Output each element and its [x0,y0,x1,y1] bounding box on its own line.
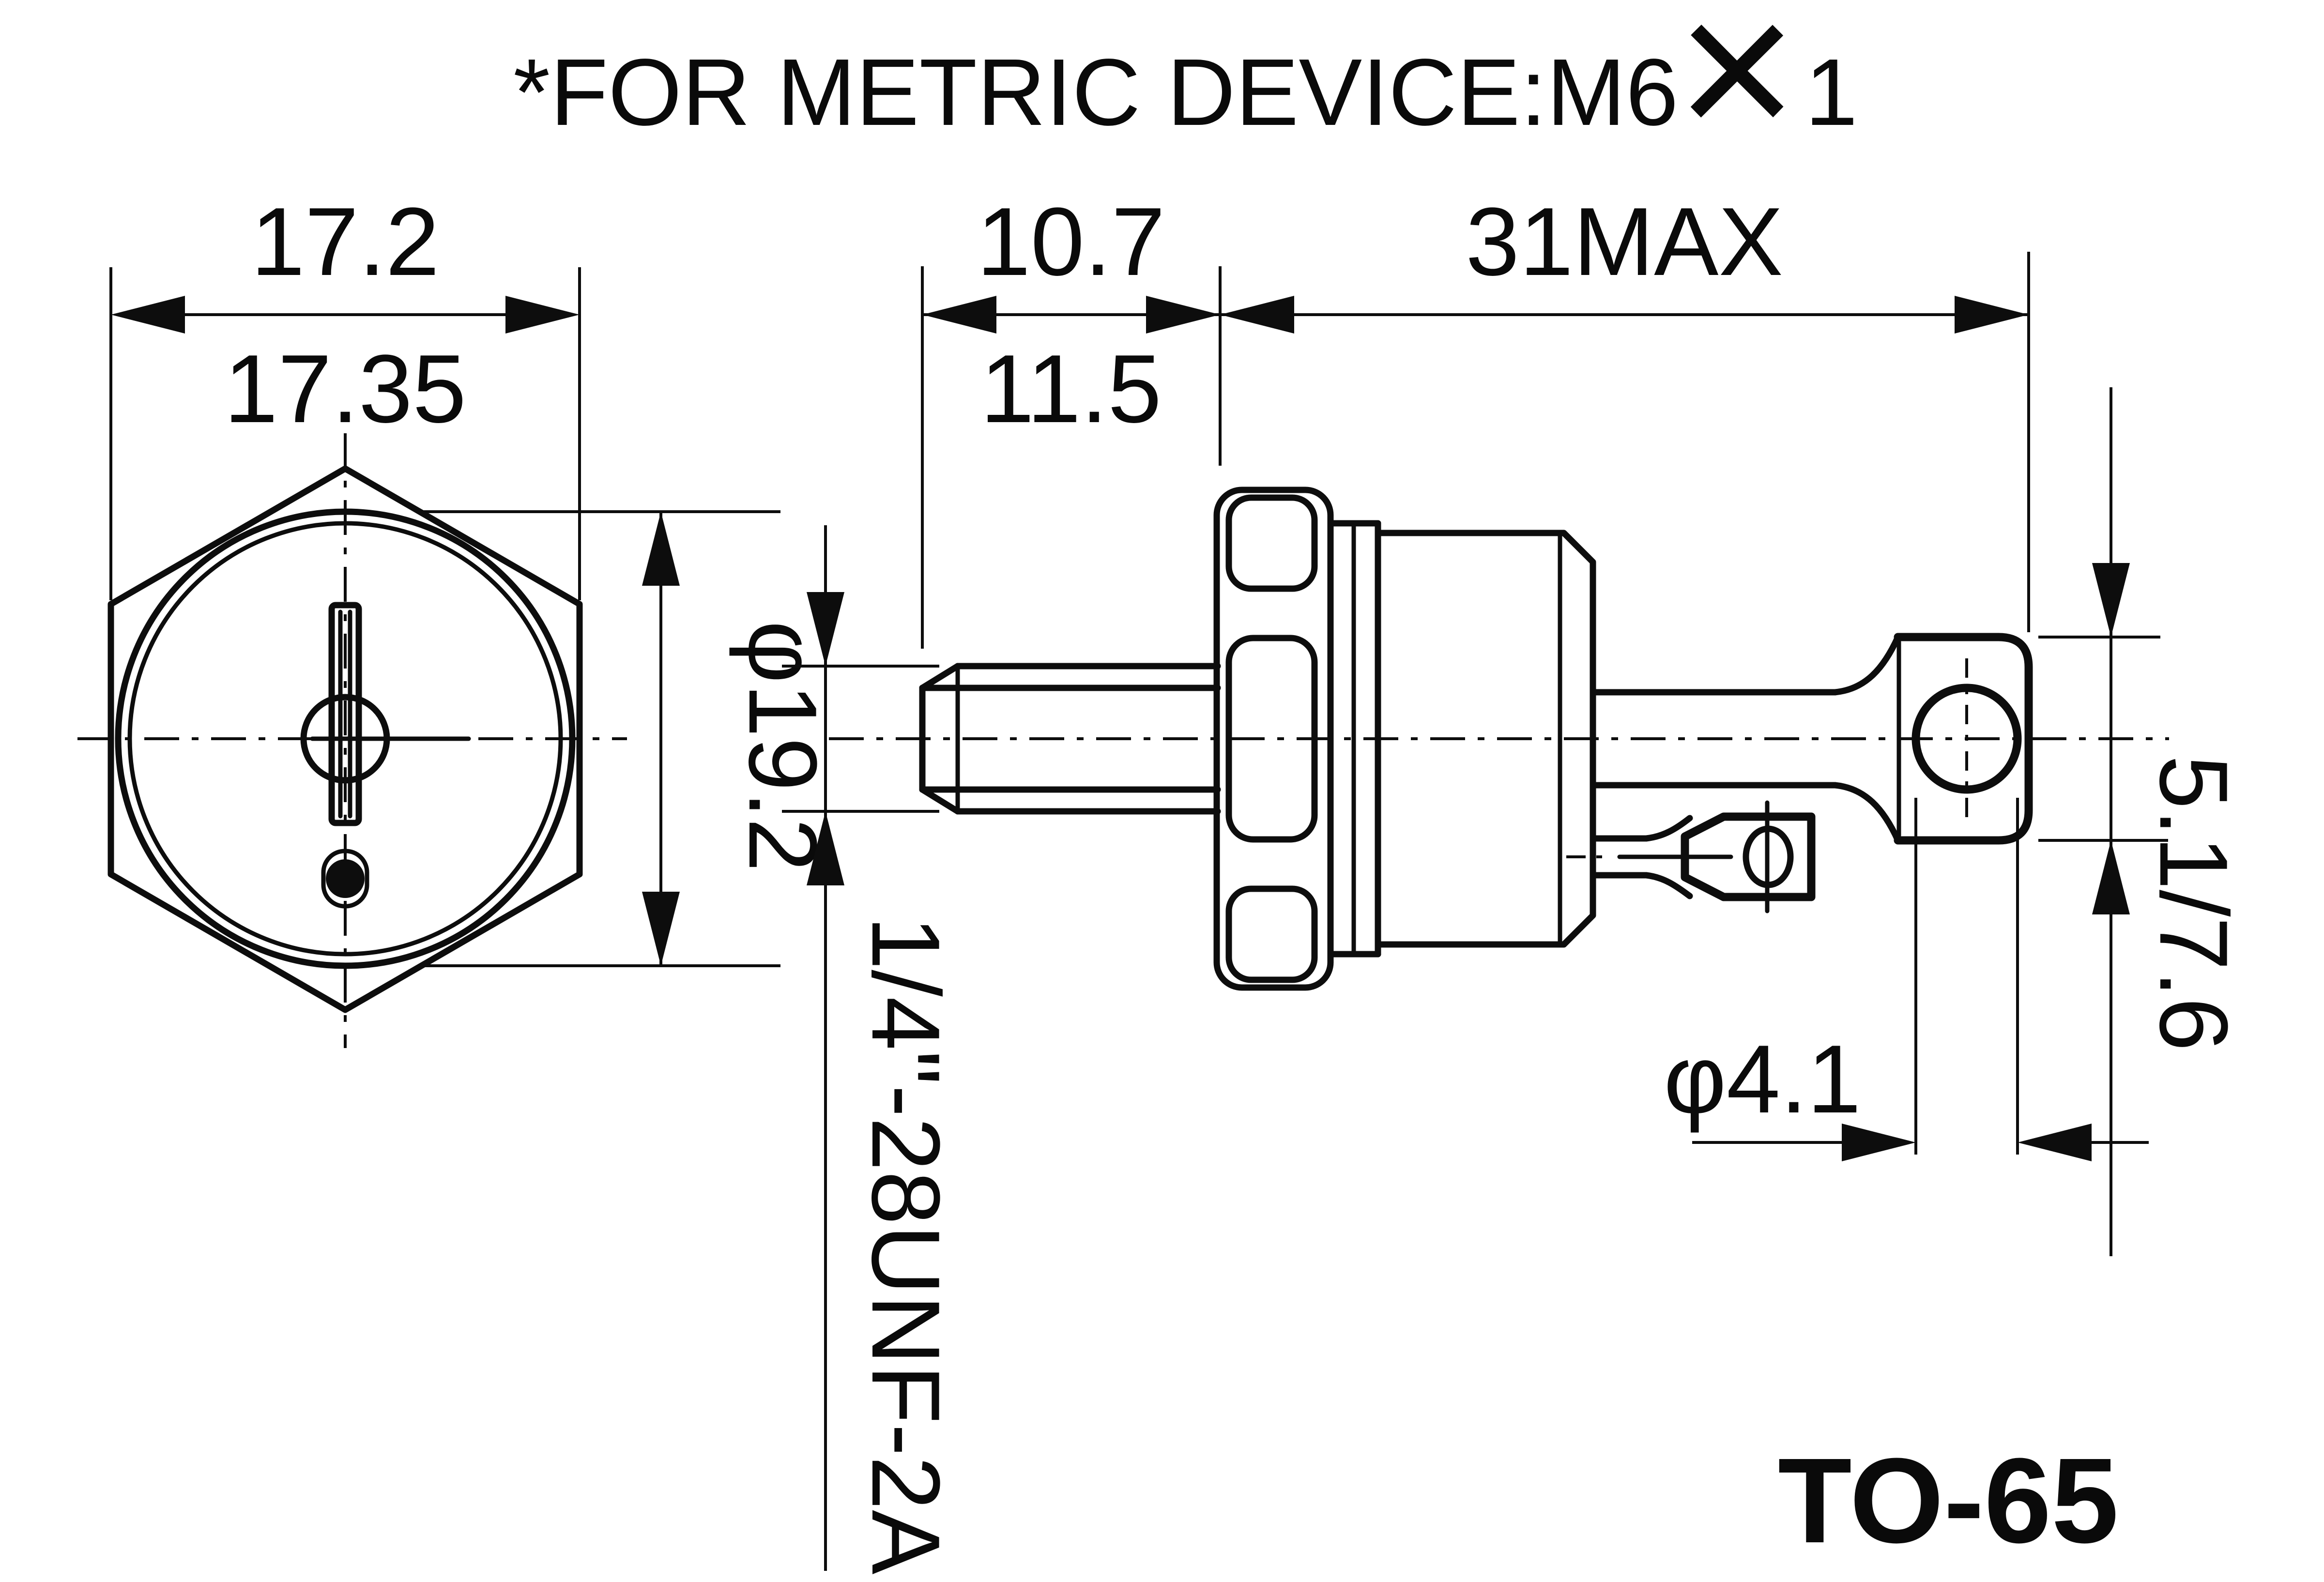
arrowhead-up [807,811,844,885]
dim-across-flats-b: 17.35 [224,335,467,443]
lug-flare-top [1832,634,1901,696]
arrowhead-left [1220,296,1294,334]
terminal-tab-front [328,602,362,826]
arrowhead-up [2092,840,2130,914]
tab-outline [1681,812,1816,901]
device-body [1375,530,1596,948]
title-suffix: 1 [1805,39,1858,145]
arrowhead-right [505,296,580,334]
dim-thread-length: 10.7 11.5 [921,188,1222,649]
dim-lug-hole-diameter: φ4.1 [1664,1025,1861,1133]
tab-flare-bottom [1643,872,1693,899]
cathode-lead-and-tab [1566,800,1816,913]
pin-dot [326,859,365,898]
lug-flare-bottom [1832,782,1901,844]
multiply-symbol: × [1676,0,1798,185]
package-name: TO-65 [1778,1433,2119,1568]
arrowhead-left [922,296,996,334]
dim-lug-hole-diameter: φ4.1 [1664,798,2149,1161]
title-text: *FOR METRIC DEVICE:M6 [513,39,1679,145]
arrowhead-down [642,892,680,966]
body-outline [1375,530,1596,948]
arrowhead-up [642,512,680,586]
arrowhead-down [807,592,844,666]
hex-facet-top [1225,494,1318,592]
tab-flare-top [1643,815,1693,842]
arrowhead-right [1146,296,1220,334]
dim-stud-thread-spec: 1/4"-28UNF-2A [782,525,960,1575]
dim-lug-height: 5.1/7.6 [2140,755,2248,1051]
dim-thread-length-b: 11.5 [980,335,1162,443]
arrowhead-left [111,296,185,334]
hex-facet-bottom [1225,885,1318,983]
dim-overall-length: 31MAX [1466,188,1783,296]
dim-body-diameter: φ19.2 [420,510,837,967]
arrowhead-down [2092,563,2130,637]
side-view [829,487,2169,991]
dim-body-diameter: φ19.2 [729,621,837,872]
dim-overall-length: 31MAX [1220,188,2030,632]
dim-across-flats-a: 17.2 [251,188,439,296]
arrowhead-left [2018,1124,2092,1161]
stud-chamfer-bottom [919,786,961,815]
dim-lug-height: 5.1/7.6 [2038,387,2248,1256]
dim-thread-length-a: 10.7 [977,188,1165,296]
thread-spec: 1/4"-28UNF-2A [852,916,960,1575]
hex-outline [107,465,583,1013]
arrowhead-right [1955,296,2029,334]
threaded-stud [919,663,1221,815]
front-view [77,433,627,1048]
arrowhead-right [1842,1124,1916,1161]
dim-across-flats: 17.2 17.35 [109,188,581,600]
title-block: *FOR METRIC DEVICE:M6 × 1 [513,0,1858,185]
stud-chamfer-top [919,663,961,691]
ring-lug-outline [1894,633,2033,845]
